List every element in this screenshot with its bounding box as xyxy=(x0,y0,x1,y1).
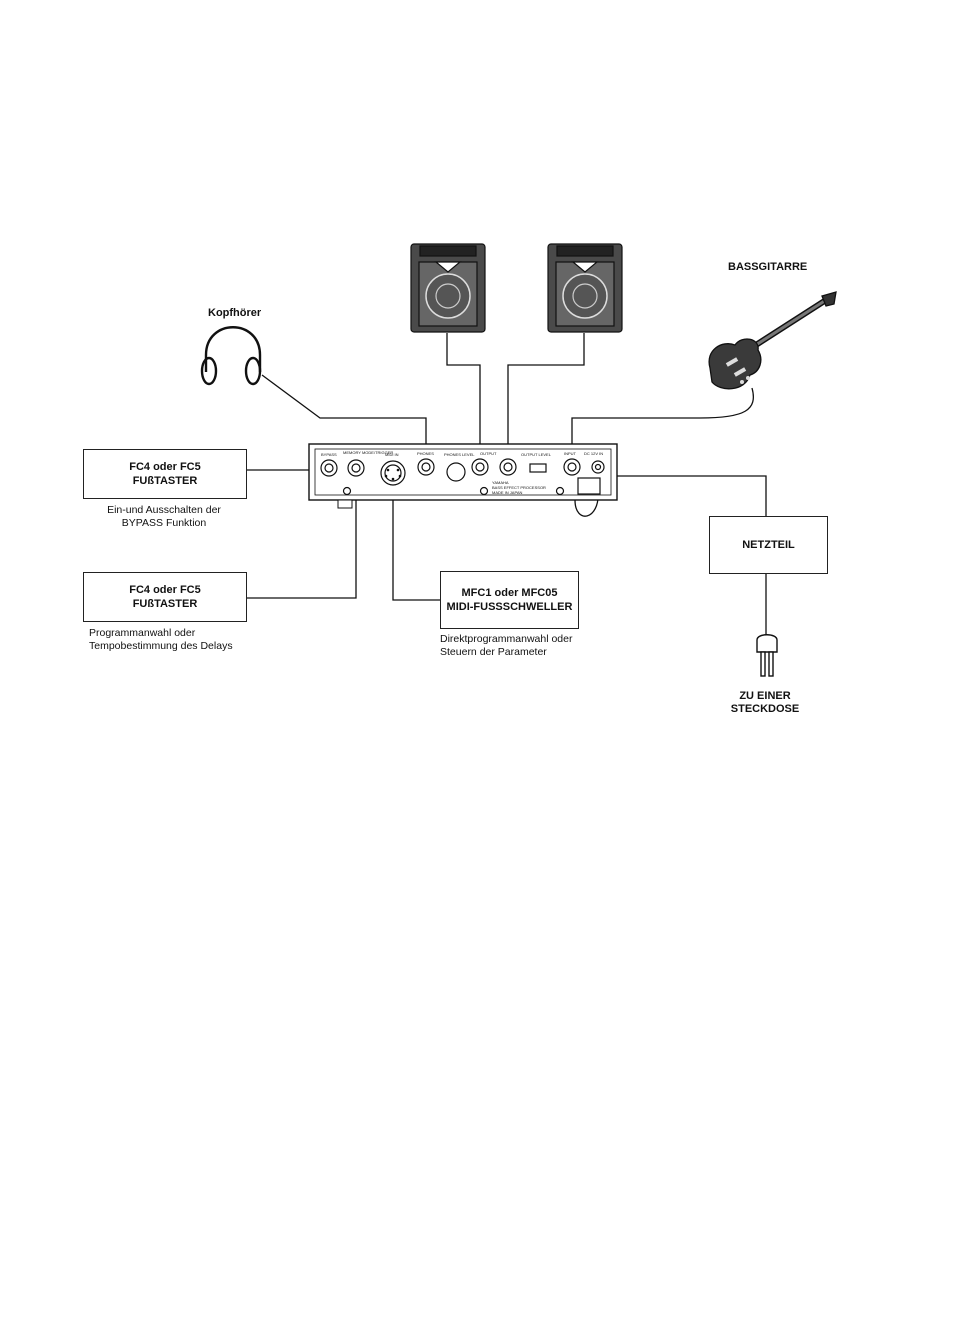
cable-headphones-phones xyxy=(261,374,427,452)
panel-bypass-label: BYPASS xyxy=(321,452,337,457)
power-plug-icon xyxy=(756,634,778,677)
wall-socket-line2: STECKDOSE xyxy=(730,703,800,715)
panel-dc-label: DC 12V IN xyxy=(584,451,603,456)
wall-socket-label: ZU EINER STECKDOSE xyxy=(720,690,810,716)
panel-brand-label: YAMAHA xyxy=(492,480,509,485)
midi-note: Direktprogrammanwahl oder Steuern der Pa… xyxy=(440,633,572,659)
power-supply-label: NETZTEIL xyxy=(742,539,795,551)
panel-output-level-label: OUTPUT LEVEL xyxy=(521,452,552,457)
footswitch-bypass-line2: FUßTASTER xyxy=(132,475,198,487)
program-note: Programmanwahl oder Tempobestimmung des … xyxy=(89,627,233,653)
headphones-icon xyxy=(200,326,262,386)
panel-made-in-label: MADE IN JAPAN xyxy=(492,490,522,495)
cable-amp1-output xyxy=(446,333,481,452)
output-level-switch-icon xyxy=(529,463,547,473)
cable-guitar-input xyxy=(571,387,754,452)
effect-processor-panel: BYPASS MEMORY MODE/TRIGGER MIDI IN PHONE… xyxy=(308,443,618,509)
panel-phones-label: PHONES xyxy=(417,451,434,456)
program-note-line1: Programmanwahl oder xyxy=(89,627,196,639)
midi-foot-line1: MFC1 oder MFC05 xyxy=(461,587,558,599)
wall-socket-line1: ZU EINER xyxy=(739,690,791,702)
panel-trigger-label: MEMORY MODE/TRIGGER xyxy=(343,450,393,455)
footswitch-bypass-line1: FC4 oder FC5 xyxy=(129,461,201,473)
speaker-right-icon xyxy=(547,243,623,333)
midi-note-line1: Direktprogrammanwahl oder xyxy=(440,633,573,645)
cable-fc-trigger xyxy=(246,490,357,599)
bypass-note-line2: BYPASS Funktion xyxy=(121,517,207,529)
bass-guitar-label: BASSGITARRE xyxy=(728,261,808,273)
headphones-label: Kopfhörer xyxy=(208,307,262,319)
panel-phones-level-label: PHONES LEVEL xyxy=(444,452,475,457)
phones-level-knob-icon xyxy=(446,462,466,482)
power-supply-box: NETZTEIL xyxy=(709,516,828,574)
program-note-line2: Tempobestimmung des Delays xyxy=(89,640,233,652)
midi-foot-box: MFC1 oder MFC05 MIDI-FUSSSCHWELLER xyxy=(440,571,579,629)
speaker-left-icon xyxy=(410,243,486,333)
midi-note-line2: Steuern der Parameter xyxy=(440,646,547,658)
cable-amp2-output xyxy=(507,333,585,452)
bypass-note-line1: Ein-und Ausschalten der xyxy=(107,504,221,516)
footswitch-program-box: FC4 oder FC5 FUßTASTER xyxy=(83,572,247,622)
footswitch-bypass-box: FC4 oder FC5 FUßTASTER xyxy=(83,449,247,499)
footswitch-program-line1: FC4 oder FC5 xyxy=(129,584,201,596)
bypass-note: Ein-und Ausschalten der BYPASS Funktion xyxy=(86,504,242,530)
panel-output-label: OUTPUT xyxy=(480,451,497,456)
cable-midi xyxy=(392,490,440,601)
panel-input-label: INPUT xyxy=(564,451,577,456)
panel-model-label: BASS EFFECT PROCESSOR xyxy=(492,485,546,490)
footswitch-program-line2: FUßTASTER xyxy=(132,598,198,610)
bass-guitar-icon xyxy=(708,291,837,390)
midi-foot-line2: MIDI-FUSSSCHWELLER xyxy=(446,601,573,613)
cable-power-supply xyxy=(612,475,767,516)
panel-midi-label: MIDI IN xyxy=(385,452,399,457)
